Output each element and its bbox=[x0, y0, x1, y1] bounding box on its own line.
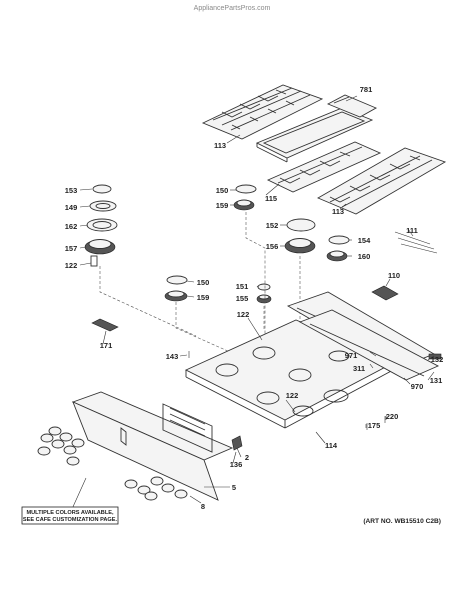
griddle-plate bbox=[255, 107, 374, 163]
control-panel bbox=[71, 391, 234, 501]
callout-154: 154 bbox=[358, 236, 371, 245]
callout-136: 136 bbox=[230, 460, 243, 469]
griddle-cover bbox=[326, 94, 378, 118]
callout-115: 115 bbox=[265, 194, 277, 203]
callout-171: 171 bbox=[100, 341, 113, 350]
wire-harness bbox=[394, 231, 438, 254]
callout-labels: 781 113 115 113 153 149 162 157 122 150 … bbox=[65, 85, 444, 511]
callout-155: 155 bbox=[236, 294, 249, 303]
watermark: AppliancePartsPros.com bbox=[194, 5, 271, 12]
burner-stack-left bbox=[84, 184, 118, 267]
knobs-front bbox=[124, 476, 188, 501]
callout-114: 114 bbox=[325, 441, 338, 450]
callout-160: 160 bbox=[358, 252, 371, 261]
callout-150-mid: 150 bbox=[197, 278, 210, 287]
callout-2: 2 bbox=[245, 453, 249, 462]
callout-122-center: 122 bbox=[237, 310, 250, 319]
note-line-2: SEE CAFE CUSTOMIZATION PAGE. bbox=[23, 517, 118, 523]
callout-311: 311 bbox=[353, 364, 365, 373]
callout-175: 175 bbox=[368, 421, 381, 430]
callout-152: 152 bbox=[266, 221, 279, 230]
callout-971: 971 bbox=[345, 351, 358, 360]
alignment-lines bbox=[99, 212, 301, 364]
callout-113-right: 113 bbox=[332, 207, 344, 216]
spark-module bbox=[371, 285, 399, 301]
callout-150-top: 150 bbox=[216, 186, 229, 195]
callout-781: 781 bbox=[360, 85, 373, 94]
panel-clip bbox=[231, 435, 243, 451]
grate-center bbox=[266, 141, 382, 193]
callout-220: 220 bbox=[386, 412, 399, 421]
note-line-1: MULTIPLE COLORS AVAILABLE, bbox=[26, 510, 114, 516]
manifold-rails bbox=[286, 291, 442, 381]
callout-8: 8 bbox=[201, 502, 205, 511]
callout-157: 157 bbox=[65, 244, 78, 253]
callout-151: 151 bbox=[236, 282, 249, 291]
color-note: MULTIPLE COLORS AVAILABLE, SEE CAFE CUST… bbox=[21, 506, 119, 525]
callout-156: 156 bbox=[266, 242, 279, 251]
grate-right bbox=[316, 147, 447, 215]
grate-left bbox=[201, 84, 324, 140]
burner-stack-center bbox=[233, 184, 350, 262]
callout-110: 110 bbox=[388, 271, 400, 280]
callout-132: 132 bbox=[431, 355, 444, 364]
callout-143: 143 bbox=[166, 352, 179, 361]
knobs-left bbox=[37, 426, 85, 466]
burner-stack-front bbox=[164, 275, 272, 304]
callout-159-top: 159 bbox=[216, 201, 229, 210]
igniter-switch bbox=[91, 318, 119, 332]
callout-111: 111 bbox=[406, 226, 418, 235]
callout-159-mid: 159 bbox=[197, 293, 210, 302]
callout-122-left: 122 bbox=[65, 261, 78, 270]
callout-113-top: 113 bbox=[214, 141, 226, 150]
callout-122-front: 122 bbox=[286, 391, 299, 400]
art-number: (ART NO. WB15510 C2B) bbox=[363, 518, 441, 525]
callout-5: 5 bbox=[232, 483, 236, 492]
leader-lines bbox=[71, 95, 435, 510]
callout-153: 153 bbox=[65, 186, 78, 195]
callout-131: 131 bbox=[430, 376, 443, 385]
screws bbox=[188, 351, 386, 430]
callout-970: 970 bbox=[411, 382, 424, 391]
callout-149: 149 bbox=[65, 203, 78, 212]
callout-162: 162 bbox=[65, 222, 78, 231]
